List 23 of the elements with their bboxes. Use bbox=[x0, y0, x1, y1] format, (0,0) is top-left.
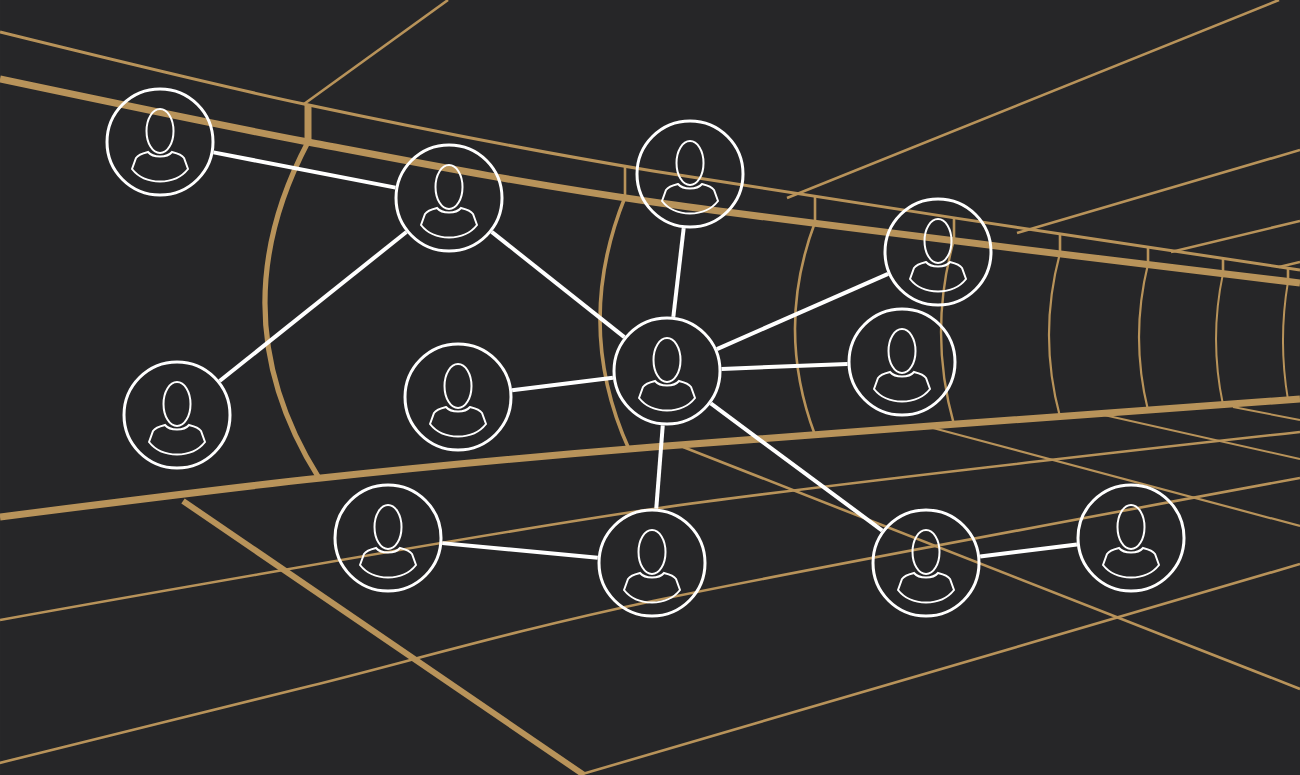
person-icon bbox=[333, 483, 443, 593]
person-icon bbox=[871, 508, 981, 618]
person-icon bbox=[847, 307, 957, 417]
connector-line bbox=[490, 230, 626, 339]
connector-line bbox=[213, 150, 396, 190]
person-icon bbox=[403, 342, 513, 452]
person-icon bbox=[122, 360, 232, 470]
connector-line bbox=[218, 230, 408, 383]
connector-line bbox=[716, 272, 889, 351]
connector-line bbox=[511, 375, 614, 393]
person-icon bbox=[1076, 483, 1186, 593]
connector-line bbox=[721, 362, 848, 371]
person-icon bbox=[612, 316, 722, 426]
person-icon bbox=[597, 508, 707, 618]
person-icon bbox=[394, 143, 504, 253]
connector-line bbox=[709, 401, 884, 533]
person-icon bbox=[635, 119, 745, 229]
connector-line bbox=[671, 227, 686, 318]
connector-line bbox=[654, 425, 665, 509]
connector-line bbox=[442, 541, 598, 560]
person-icon bbox=[883, 197, 993, 307]
connector-line bbox=[979, 542, 1078, 559]
person-icon bbox=[105, 87, 215, 197]
